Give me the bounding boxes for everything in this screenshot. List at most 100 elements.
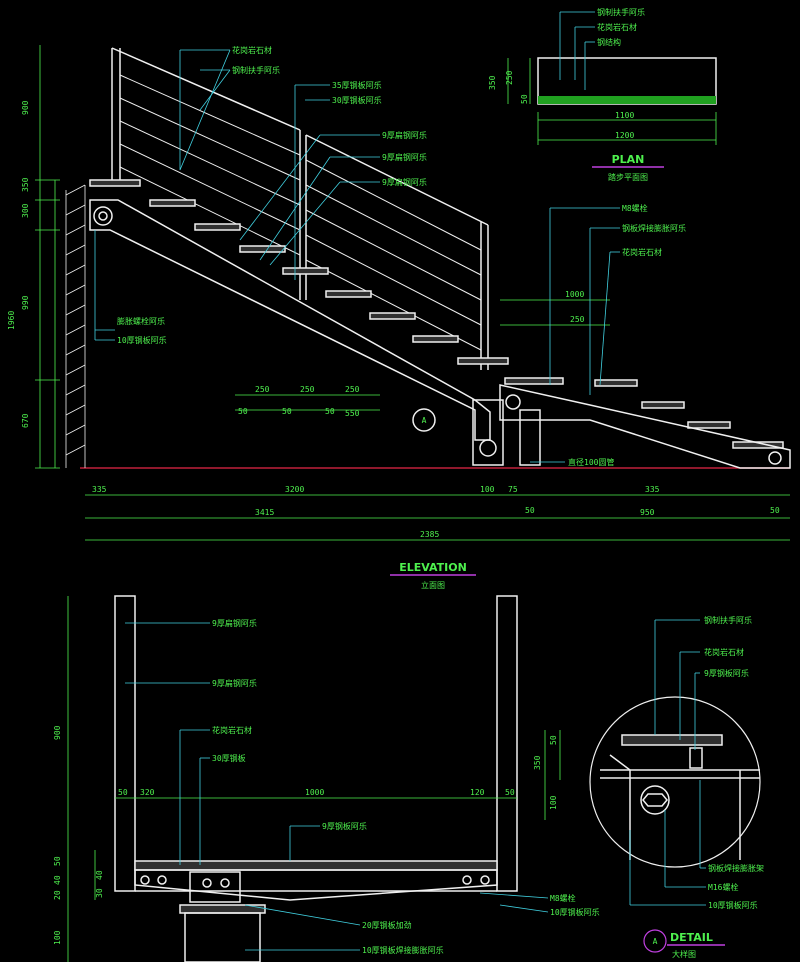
elevation-view [65, 47, 791, 469]
sec-callout-stiffener: 20厚钢板加劲 [362, 920, 412, 930]
sec-dim-100: 100 [53, 930, 62, 945]
plan-dim-250: 250 [505, 70, 514, 85]
dim-h-550: 550 [345, 409, 360, 418]
sec-callout-weld: 10厚钢板焊接膨胀阿乐 [362, 945, 444, 955]
plan-callout-structure: 钢结构 [597, 37, 621, 47]
detail-view [544, 619, 761, 906]
dim-b2-50-r: 50 [770, 506, 780, 515]
sec-dim-20: 20 [53, 890, 62, 900]
elevation-title: ELEVATION [399, 561, 467, 574]
plan-callout-granite: 花岗岩石材 [597, 22, 637, 32]
sec-dim-h-50: 50 [118, 788, 128, 797]
dim-b3-3415: 3415 [255, 508, 274, 517]
detail-dim-50: 50 [549, 735, 558, 745]
sec-dim-40: 40 [53, 875, 62, 885]
dim-r-250: 250 [570, 315, 585, 324]
elevation-leaders [94, 49, 620, 463]
elevation-dimensions [35, 45, 790, 541]
dim-b4-2385: 2385 [420, 530, 439, 539]
sec-dim-50: 50 [53, 856, 62, 866]
wall-hatch [65, 184, 86, 468]
detail-marker-label: A [653, 937, 658, 946]
dim-b2-950: 950 [640, 508, 655, 517]
dim-b2-50: 50 [525, 506, 535, 515]
sec-dim-30: 30 [95, 888, 104, 898]
dim-v-350: 350 [21, 177, 30, 192]
detail-callout-m16: M16螺栓 [708, 882, 738, 892]
plan-dim-350: 350 [488, 75, 497, 90]
dim-h-250-2: 250 [300, 385, 315, 394]
detail-circle [589, 696, 761, 868]
stair-stringer [89, 199, 491, 441]
callout-35-plate: 35厚钢板阿乐 [332, 80, 382, 90]
dim-v-300: 300 [21, 203, 30, 218]
callout-handrail: 钢制扶手阿乐 [232, 65, 280, 75]
lower-stringer [499, 384, 791, 469]
plan-callout-handrail: 钢制扶手阿乐 [597, 7, 645, 17]
section-dimensions [67, 596, 517, 962]
callout-flat-steel-3: 9厚扁钢阿乐 [382, 177, 427, 187]
dim-v-900: 900 [21, 100, 30, 115]
plan-dim-1200: 1200 [615, 131, 634, 140]
section-view [114, 595, 518, 962]
section-post-right [496, 595, 518, 892]
plan-dim-50: 50 [520, 94, 529, 104]
callout-weld-plate: 钢板焊接膨胀阿乐 [622, 223, 686, 233]
detail-dim-100: 100 [549, 795, 558, 810]
sec-dim-h-50r: 50 [505, 788, 515, 797]
sec-callout-10plate: 10厚钢板阿乐 [550, 907, 600, 917]
handrail [111, 47, 489, 370]
plan-text: 钢制扶手阿乐 花岗岩石材 钢结构 350 250 50 1100 1200 PL… [488, 7, 664, 182]
plan-dim-1100: 1100 [615, 111, 634, 120]
dim-b-3200: 3200 [285, 485, 304, 494]
section-marker [412, 408, 436, 432]
detail-title: DETAIL [670, 931, 713, 944]
callout-granite-top: 花岗岩石材 [232, 45, 272, 55]
plan-title: PLAN [612, 153, 645, 166]
elevation-dimension-text: 900 350 300 990 1960 670 250 250 250 50 … [7, 100, 780, 539]
detail-marker [643, 929, 667, 953]
dim-h-250-3: 250 [345, 385, 360, 394]
callout-granite-right: 花岗岩石材 [622, 247, 662, 257]
detail-subtitle: 大样图 [672, 949, 696, 959]
detail-dim-350: 350 [533, 755, 542, 770]
detail-callout-weld: 钢板焊接膨胀架 [708, 863, 764, 873]
sec-dim-h-120: 120 [470, 788, 485, 797]
elevation-subtitle: 立面图 [421, 580, 445, 590]
dim-b-335: 335 [92, 485, 107, 494]
callout-expansion-bolt: 膨胀螺栓阿乐 [117, 316, 165, 326]
section-text: 900 50 40 20 100 40 30 50 320 1000 120 5… [53, 618, 600, 955]
dim-b-100: 100 [480, 485, 495, 494]
dim-h-50-1: 50 [238, 407, 248, 416]
sec-callout-flat-2: 9厚扁钢阿乐 [212, 678, 257, 688]
callout-flat-steel-1: 9厚扁钢阿乐 [382, 130, 427, 140]
stair-post [472, 399, 504, 466]
plan-view [507, 11, 717, 145]
section-marker-label: A [422, 416, 427, 425]
dim-v-1960: 1960 [7, 311, 16, 330]
callout-m8-bolt: M8螺栓 [622, 203, 648, 213]
sec-dim-h-320: 320 [140, 788, 155, 797]
callout-30-plate: 30厚钢板阿乐 [332, 95, 382, 105]
detail-callout-10plate: 10厚钢板阿乐 [708, 900, 758, 910]
detail-text: 钢制扶手阿乐 花岗岩石材 9厚钢板阿乐 钢板焊接膨胀架 M16螺栓 10厚钢板阿… [533, 615, 764, 959]
section-tread [134, 860, 498, 871]
callout-flat-steel-2: 9厚扁钢阿乐 [382, 152, 427, 162]
sec-dim-40b: 40 [95, 870, 104, 880]
dim-v-990: 990 [21, 295, 30, 310]
dim-h-50-3: 50 [325, 407, 335, 416]
callout-10-plate: 10厚钢板阿乐 [117, 335, 167, 345]
dim-v-670: 670 [21, 413, 30, 428]
sec-callout-m8: M8螺栓 [550, 893, 576, 903]
dim-h-50-2: 50 [282, 407, 292, 416]
sec-dim-900: 900 [53, 725, 62, 740]
plan-subtitle: 踏步平面图 [608, 172, 648, 182]
elevation-callouts: 花岗岩石材 钢制扶手阿乐 35厚钢板阿乐 30厚钢板阿乐 9厚扁钢阿乐 9厚扁钢… [117, 45, 686, 467]
dim-r-1000: 1000 [565, 290, 584, 299]
section-post-left [114, 595, 136, 892]
dim-b-335-r: 335 [645, 485, 660, 494]
sec-callout-flat-1: 9厚扁钢阿乐 [212, 618, 257, 628]
sec-callout-granite: 花岗岩石材 [212, 725, 252, 735]
section-leaders [125, 622, 549, 951]
